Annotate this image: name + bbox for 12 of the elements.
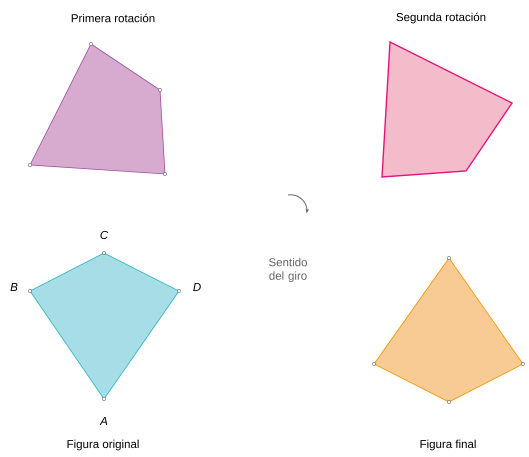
- quadrilateral: Segunda rotación: [381, 12, 514, 178]
- vertex-label: B: [10, 283, 18, 291]
- quadrilateral: Figura final: [372, 256, 525, 450]
- vertex-label: C: [100, 230, 108, 240]
- vertex-label: A: [100, 417, 108, 425]
- node-label: Primera rotación: [72, 14, 154, 22]
- node-label: Figura final: [420, 440, 476, 450]
- node-label: Segunda rotación: [396, 12, 486, 24]
- direction-note: Sentido del giro: [269, 258, 308, 282]
- node-label: Figura original: [68, 440, 139, 450]
- quadrilateral: Primera rotación: [28, 14, 167, 176]
- vertex-label: D: [193, 283, 201, 291]
